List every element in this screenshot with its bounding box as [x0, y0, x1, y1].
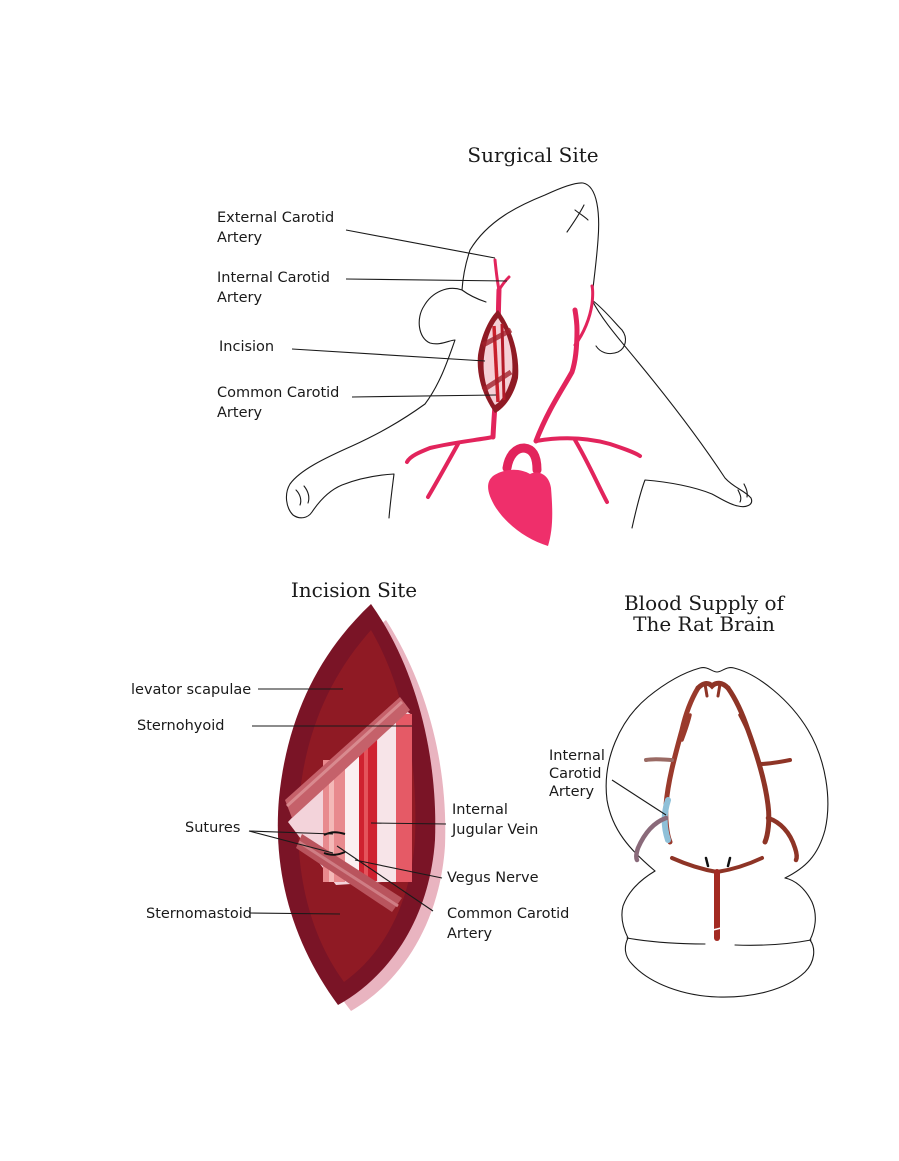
incision-site-panel: Incision Site levator scapulae: [131, 578, 569, 1011]
blood-supply-title-line-1: Blood Supply of: [624, 591, 786, 615]
label-levator-scapulae: levator scapulae: [131, 682, 343, 698]
rat-arterial-tree: [405, 258, 642, 546]
blood-supply-panel: Blood Supply of The Rat Brain: [549, 591, 829, 998]
label-line-1: Internal: [549, 748, 605, 764]
label-line-1: Sternomastoid: [146, 906, 252, 922]
label-brain-internal-carotid: Internal Carotid Artery: [549, 748, 667, 816]
leader-line: [345, 229, 496, 259]
label-internal-carotid: Internal Carotid Artery: [217, 270, 508, 306]
label-line-1: Common Carotid: [447, 906, 569, 922]
incision-site-title: Incision Site: [291, 578, 417, 602]
label-line-1: External Carotid: [217, 210, 334, 226]
leader-line: [249, 912, 341, 915]
leader-line: [351, 394, 497, 398]
label-vagus-nerve: Vegus Nerve: [354, 859, 539, 886]
suture-lower: [323, 851, 346, 856]
surgical-site-title: Surgical Site: [467, 143, 598, 167]
label-internal-jugular-vein: Internal Jugular Vein: [370, 802, 538, 838]
label-external-carotid: External Carotid Artery: [217, 210, 496, 259]
label-line-2: Artery: [217, 405, 262, 421]
label-common-carotid: Common Carotid Artery: [217, 385, 497, 421]
label-line-1: Common Carotid: [217, 385, 339, 401]
sternohyoid-muscle: [285, 697, 410, 818]
vagus-nerve: [345, 752, 359, 880]
leader-line: [354, 859, 443, 879]
label-line-2: Artery: [447, 926, 492, 942]
label-line-1: Sutures: [185, 820, 240, 836]
label-line-2: Artery: [217, 290, 262, 306]
leader-line: [291, 348, 486, 362]
label-sternohyoid: Sternohyoid: [137, 718, 412, 734]
surgical-site-panel: Surgical Site: [217, 143, 753, 546]
label-line-3: Artery: [549, 784, 594, 800]
leader-line: [611, 779, 667, 816]
label-sutures: Sutures: [185, 820, 334, 854]
heart-icon: [488, 469, 553, 546]
label-sternomastoid: Sternomastoid: [146, 906, 341, 922]
label-line-1: Sternohyoid: [137, 718, 224, 734]
label-line-1: Internal Carotid: [217, 270, 330, 286]
leader-line: [336, 845, 434, 912]
neck-incision: [477, 310, 519, 413]
label-line-1: Vegus Nerve: [447, 870, 539, 886]
label-line-2: Carotid: [549, 766, 601, 782]
label-line-1: Incision: [219, 339, 274, 355]
leader-line-lower: [248, 830, 334, 854]
label-common-carotid-artery: Common Carotid Artery: [336, 845, 569, 942]
leader-line: [370, 822, 447, 825]
label-incision: Incision: [219, 339, 486, 362]
rat-brain-outline: [605, 667, 829, 998]
brain-vasculature: [634, 680, 799, 941]
label-line-1: levator scapulae: [131, 682, 251, 698]
rat-body-outline: [285, 182, 753, 529]
label-line-1: Internal: [452, 802, 508, 818]
label-line-2: Jugular Vein: [451, 822, 538, 838]
leader-line-upper: [248, 830, 334, 835]
blood-supply-title-line-2: The Rat Brain: [633, 612, 775, 636]
leader-line: [345, 278, 508, 282]
label-line-2: Artery: [217, 230, 262, 246]
